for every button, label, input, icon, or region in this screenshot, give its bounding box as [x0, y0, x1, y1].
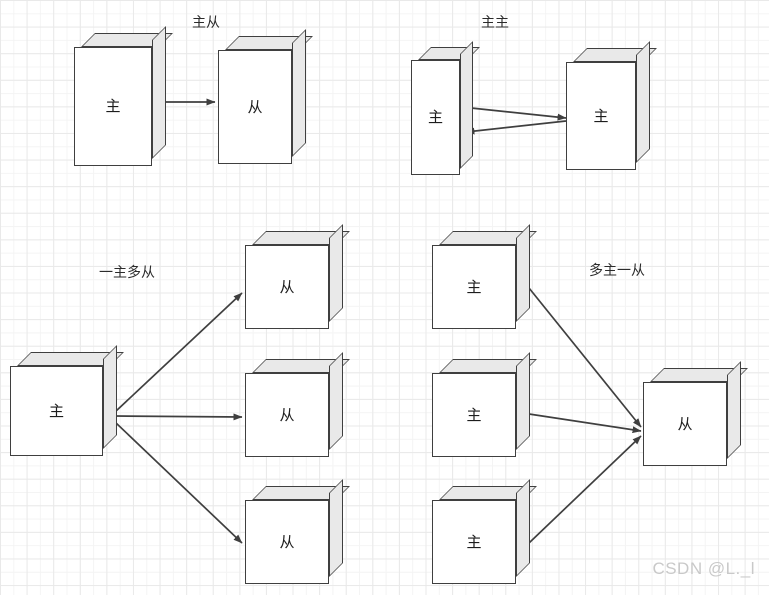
- node-face-front: 从: [245, 245, 329, 329]
- connector-omms-edge-2: [114, 413, 243, 421]
- node-label-master: 主: [427, 108, 443, 126]
- node-omms-slave-2[interactable]: 从: [245, 352, 350, 457]
- group-title-many-masters-one-slave: 多主一从: [589, 263, 645, 279]
- node-face-side: [516, 479, 530, 577]
- csdn-watermark: CSDN @L._l: [652, 559, 755, 578]
- node-face-front: 主: [10, 366, 103, 456]
- node-face-side: [329, 479, 343, 577]
- node-label-slave: 从: [279, 405, 295, 424]
- node-label-master: 主: [466, 277, 482, 296]
- node-face-front: 主: [411, 60, 460, 175]
- connector-mm-edge-back: [465, 120, 567, 135]
- node-face-side: [103, 345, 117, 449]
- node-face-front: 主: [432, 373, 516, 457]
- node-face-front: 主: [74, 47, 152, 166]
- connector-omms-edge-3: [114, 421, 243, 544]
- node-mm-master-right[interactable]: 主: [566, 41, 657, 170]
- group-title-one-master-many-slaves: 一主多从: [99, 265, 155, 281]
- node-omms-slave-3[interactable]: 从: [245, 479, 350, 584]
- node-label-slave: 从: [279, 277, 295, 296]
- node-face-side: [516, 352, 530, 450]
- node-face-front: 主: [432, 500, 516, 584]
- node-ms-slave[interactable]: 从: [218, 29, 313, 164]
- node-label-master: 主: [466, 532, 482, 551]
- connector-mmos-edge-3: [528, 435, 642, 544]
- node-mmos-slave[interactable]: 从: [643, 361, 748, 466]
- node-face-front: 从: [245, 500, 329, 584]
- node-label-master: 主: [48, 401, 64, 420]
- node-face-side: [329, 352, 343, 450]
- node-face-front: 从: [218, 50, 292, 164]
- node-label-master: 主: [593, 106, 609, 125]
- node-face-side: [636, 41, 650, 163]
- node-face-side: [152, 26, 166, 159]
- node-face-side: [727, 361, 741, 459]
- connector-mm-edge-out: [470, 107, 567, 121]
- node-label-slave: 从: [677, 414, 693, 433]
- node-label-master: 主: [466, 405, 482, 424]
- node-ms-master[interactable]: 主: [74, 26, 173, 166]
- node-omms-master[interactable]: 主: [10, 345, 124, 456]
- node-face-side: [460, 40, 473, 169]
- node-face-side: [329, 224, 343, 322]
- node-face-side: [292, 29, 306, 157]
- node-mmos-master-2[interactable]: 主: [432, 352, 537, 457]
- connector-mmos-edge-1: [528, 287, 642, 428]
- node-mm-master-left[interactable]: 主: [411, 40, 480, 175]
- node-face-front: 从: [245, 373, 329, 457]
- node-label-slave: 从: [247, 97, 263, 116]
- node-label-slave: 从: [279, 532, 295, 551]
- node-label-master: 主: [105, 97, 121, 115]
- node-face-front: 主: [566, 62, 636, 170]
- node-face-side: [516, 224, 530, 322]
- node-omms-slave-1[interactable]: 从: [245, 224, 350, 329]
- group-title-master-master: 主主: [481, 15, 509, 31]
- node-mmos-master-1[interactable]: 主: [432, 224, 537, 329]
- node-face-front: 从: [643, 382, 727, 466]
- node-mmos-master-3[interactable]: 主: [432, 479, 537, 584]
- connector-mmos-edge-2: [528, 413, 642, 434]
- connector-omms-edge-1: [114, 292, 243, 413]
- node-face-front: 主: [432, 245, 516, 329]
- group-title-master-slave: 主从: [192, 15, 220, 31]
